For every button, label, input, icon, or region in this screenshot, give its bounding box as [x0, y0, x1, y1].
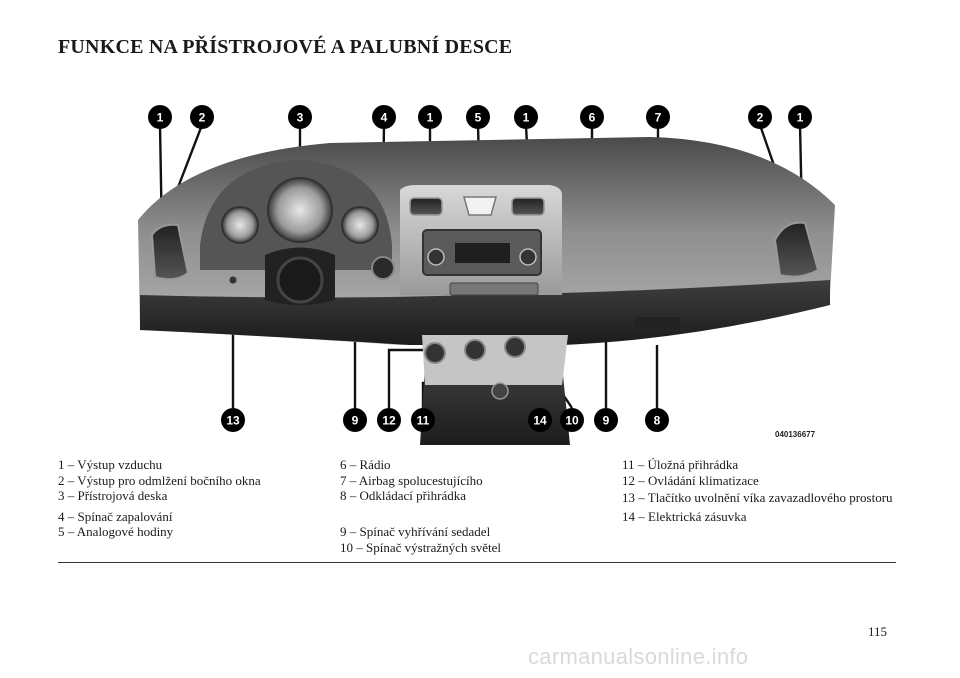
- legend-item: 2 – Výstup pro odmlžení bočního okna: [58, 472, 261, 488]
- callout-14: 14: [528, 408, 552, 432]
- callout-1: 1: [148, 105, 172, 129]
- divider-rule: [58, 562, 896, 563]
- callout-9: 9: [343, 408, 367, 432]
- svg-text:4: 4: [381, 111, 388, 125]
- svg-text:1: 1: [523, 111, 530, 125]
- svg-text:1: 1: [427, 111, 434, 125]
- callout-bubbles: 1 2 3 4 1 5 1 6 7 2 1 13 9 12 11 14 10 9…: [148, 105, 812, 432]
- svg-text:2: 2: [757, 111, 764, 125]
- callout-6: 6: [580, 105, 604, 129]
- svg-text:9: 9: [603, 414, 610, 428]
- ignition-switch: [371, 256, 395, 280]
- instrument-cluster: [200, 160, 392, 305]
- legend-item: 13 – Tlačítko uvolnění víka zavazadlovéh…: [622, 490, 893, 505]
- svg-text:5: 5: [475, 111, 482, 125]
- callout-7: 7: [646, 105, 670, 129]
- legend-column-3: 11 – Úložná přihrádka 12 – Ovládání klim…: [622, 457, 898, 524]
- legend-column-1: 1 – Výstup vzduchu 2 – Výstup pro odmlže…: [58, 457, 338, 540]
- legend-column-2: 6 – Rádio 7 – Airbag spolucestujícího 8 …: [340, 457, 620, 555]
- svg-text:1: 1: [797, 111, 804, 125]
- legend-item: 6 – Rádio: [340, 457, 391, 472]
- legend-item: 14 – Elektrická zásuvka: [622, 508, 747, 524]
- legend-item: 7 – Airbag spolucestujícího: [340, 472, 483, 488]
- image-code: 040136677: [775, 430, 816, 439]
- callout-13: 13: [221, 408, 245, 432]
- callout-10: 10: [560, 408, 584, 432]
- svg-text:11: 11: [417, 414, 430, 428]
- svg-text:9: 9: [352, 414, 359, 428]
- glovebox-handle: [635, 317, 680, 329]
- svg-text:6: 6: [589, 111, 596, 125]
- legend-item: 4 – Spínač zapalování: [58, 508, 173, 524]
- svg-text:3: 3: [297, 111, 304, 125]
- legend-item: 10 – Spínač výstražných světel: [340, 539, 502, 555]
- callout-2: 2: [190, 105, 214, 129]
- page-number: 115: [868, 624, 888, 639]
- svg-text:2: 2: [199, 111, 206, 125]
- callout-12: 12: [377, 408, 401, 432]
- legend-item: 8 – Odkládací přihrádka: [340, 488, 466, 503]
- callout-8: 8: [645, 408, 669, 432]
- callout-9: 9: [594, 408, 618, 432]
- watermark: carmanualsonline.info: [528, 644, 749, 669]
- legend-item: 1 – Výstup vzduchu: [58, 457, 163, 472]
- svg-text:12: 12: [382, 414, 396, 428]
- callout-1: 1: [514, 105, 538, 129]
- svg-text:8: 8: [654, 414, 661, 428]
- svg-text:1: 1: [157, 111, 164, 125]
- steering-wheel-hub: [276, 256, 324, 304]
- legend-item: 9 – Spínač vyhřívání sedadel: [340, 524, 491, 539]
- svg-text:13: 13: [226, 414, 240, 428]
- callout-5: 5: [466, 105, 490, 129]
- vents-and-radio: [150, 196, 820, 400]
- legend-item: 5 – Analogové hodiny: [58, 524, 174, 539]
- dashboard-drawing: 1 2 3 4 1 5 1 6 7 2 1 13 9 12 11 14 10 9…: [138, 105, 835, 445]
- callout-4: 4: [372, 105, 396, 129]
- svg-text:14: 14: [533, 414, 547, 428]
- page-title: FUNKCE NA PŘÍSTROJOVÉ A PALUBNÍ DESCE: [58, 36, 513, 58]
- svg-text:10: 10: [565, 414, 579, 428]
- svg-text:7: 7: [655, 111, 662, 125]
- callout-2: 2: [748, 105, 772, 129]
- callout-3: 3: [288, 105, 312, 129]
- legend-item: 3 – Přístrojová deska: [58, 488, 168, 503]
- legend-item: 12 – Ovládání klimatizace: [622, 472, 759, 488]
- callout-1: 1: [788, 105, 812, 129]
- callout-11: 11: [411, 408, 435, 432]
- callout-1: 1: [418, 105, 442, 129]
- legend-item: 11 – Úložná přihrádka: [622, 457, 739, 472]
- dashboard-illustration: 1 2 3 4 1 5 1 6 7 2 1 13 9 12 11 14 10 9…: [130, 95, 840, 445]
